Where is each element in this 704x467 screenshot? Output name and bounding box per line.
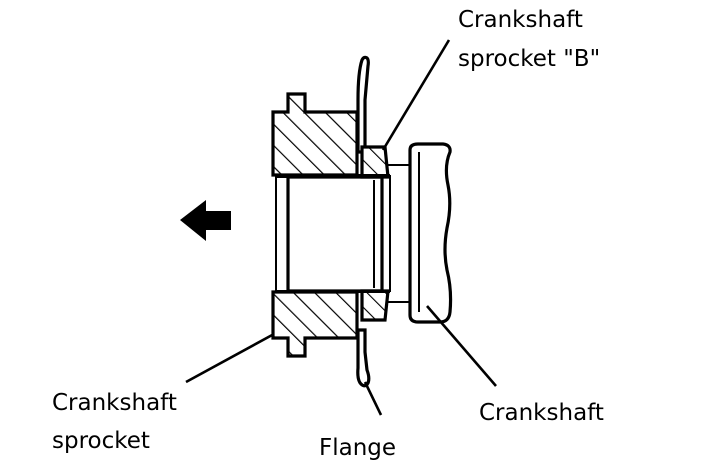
label-crankshaft-sprocket-line2: sprocket: [52, 428, 150, 454]
label-crankshaft-sprocket-b-line2: sprocket "B": [458, 46, 600, 72]
label-crankshaft-sprocket-line1: Crankshaft: [52, 390, 177, 416]
flange-part: [356, 55, 371, 388]
label-crankshaft: Crankshaft: [479, 400, 604, 426]
leader-sprocket: [185, 332, 275, 384]
crankshaft-part: [408, 142, 453, 324]
crankshaft-sprocket-b-part: [357, 145, 410, 322]
crankshaft-sprocket-part: [271, 92, 384, 358]
leader-lines: [185, 39, 497, 416]
label-flange: Flange: [319, 435, 396, 461]
leader-flange: [363, 381, 383, 416]
leader-sprocket-b: [381, 39, 451, 151]
leader-crankshaft: [426, 305, 497, 387]
label-crankshaft-sprocket-b-line1: Crankshaft: [458, 7, 583, 33]
direction-arrow: [180, 200, 231, 241]
